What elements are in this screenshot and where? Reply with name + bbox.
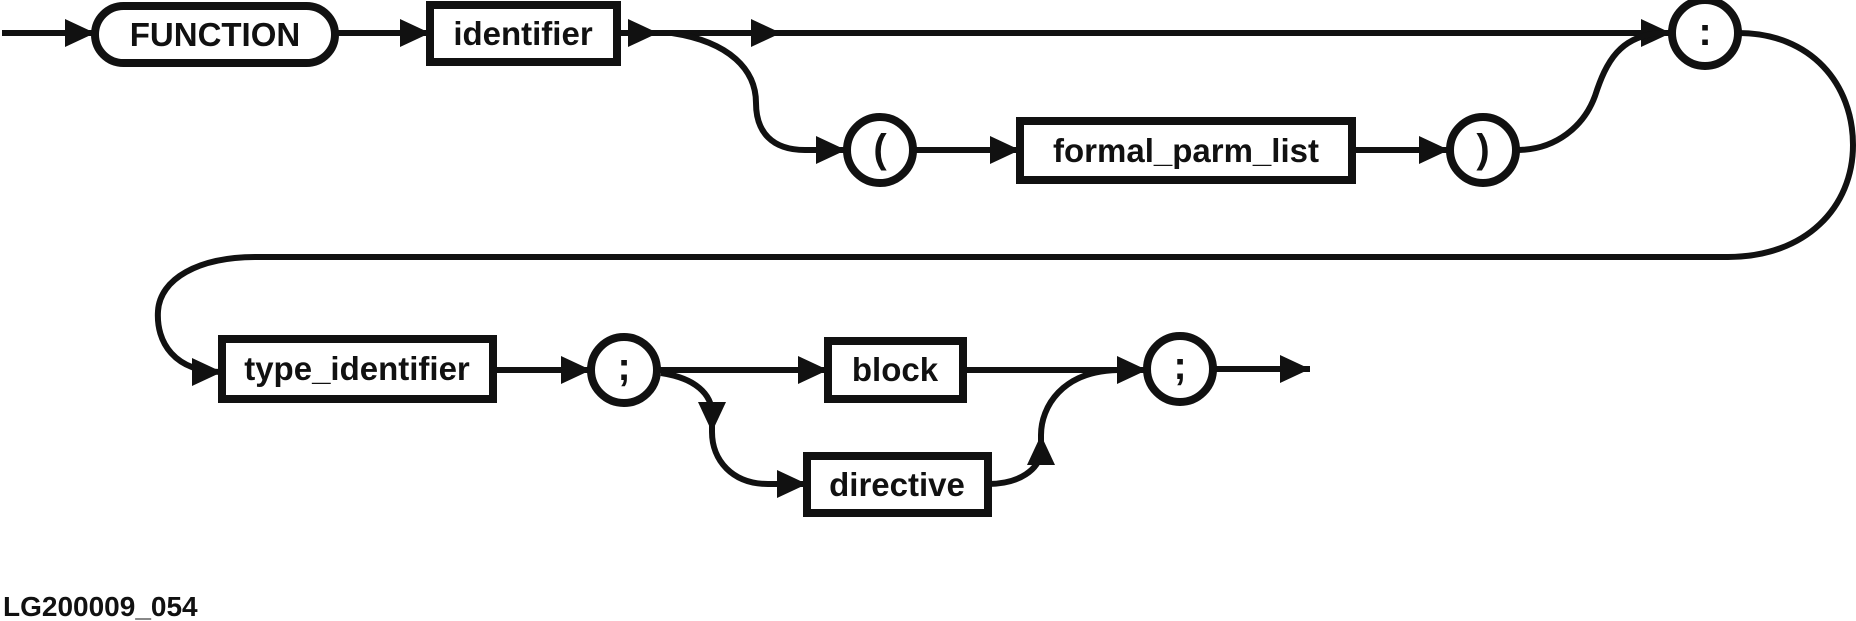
figure-caption: LG200009_054 — [3, 591, 198, 621]
terminal-function-label: FUNCTION — [130, 16, 300, 53]
terminal-close-paren-shape — [1446, 113, 1520, 187]
terminal-open-paren-label: ( — [873, 127, 887, 171]
wire-branch-down-to-directive-lower — [709, 431, 807, 498]
nonterminal-identifier-shape — [426, 1, 621, 66]
terminal-colon-label: : — [1698, 10, 1711, 54]
nonterminal-block-shape — [824, 337, 967, 403]
terminal-final-semicolon-label: ; — [1173, 344, 1186, 388]
nonterminal-formal-parm-list-shape — [1016, 117, 1356, 184]
nonterminal-identifier-label: identifier — [453, 15, 593, 52]
terminal-semicolon-after-type-label: ; — [617, 345, 630, 389]
nonterminal-type-identifier-label: type_identifier — [244, 350, 470, 387]
wire-directive-rejoin-up-arrow — [987, 435, 1055, 487]
wire-branch-down-to-directive-upper — [660, 370, 726, 432]
terminal-open-paren-shape — [843, 113, 917, 187]
nonterminal-directive-shape — [803, 452, 992, 517]
wire-wrap-around-loop — [154, 30, 1856, 386]
wire-directive-rejoin-merge — [1038, 367, 1119, 436]
nonterminal-block-label: block — [852, 351, 939, 388]
terminal-close-paren-label: ) — [1476, 127, 1489, 171]
nonterminal-directive-label: directive — [829, 466, 965, 503]
nonterminal-formal-parm-list-label: formal_parm_list — [1053, 132, 1319, 169]
terminal-semicolon-after-type-shape — [587, 333, 661, 407]
nonterminal-type-identifier-shape — [218, 335, 497, 403]
terminal-final-semicolon-shape — [1143, 332, 1217, 406]
terminal-colon-shape — [1668, 0, 1742, 70]
terminal-function-shape — [91, 2, 339, 67]
wire-branch-down-to-open-paren — [671, 30, 846, 164]
wire-rejoin-upper-line — [1516, 30, 1663, 153]
